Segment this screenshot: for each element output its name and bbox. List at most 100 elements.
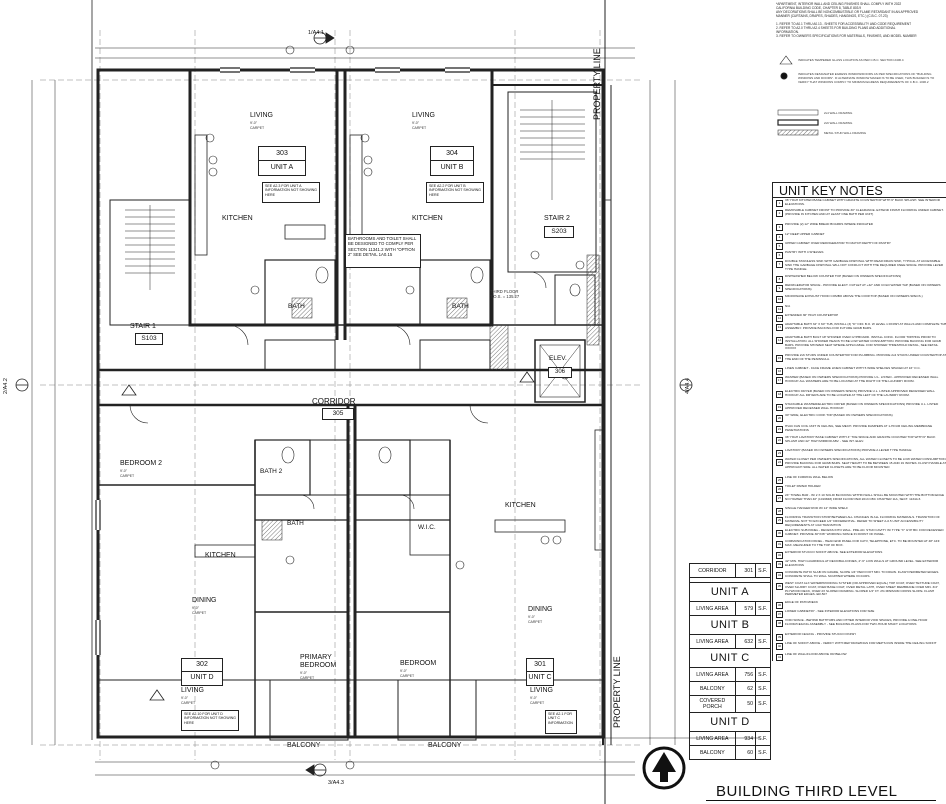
unit-name: UNIT D <box>190 674 214 681</box>
room-ceiling: 9'-0" <box>250 121 257 125</box>
note-unit-c-ref: SEE A2.1 FOR UNIT C INFORMATION <box>545 710 577 734</box>
unit-number: 303 <box>259 147 305 161</box>
general-note: CALIFORNIA BUILDING CODE, CHAPTER 8, TAB… <box>776 6 862 10</box>
section-mark-left: 2/A4.2 <box>2 378 9 394</box>
key-note-text: UPPER CABINET OVER REFRIGERATOR TO MATCH… <box>785 242 891 245</box>
note-unit-d-ref: SEE A2.10 FOR UNIT D INFORMATION NOT SHO… <box>181 710 239 731</box>
key-note-text: STACKABLE WASHER/ELECTRIC DRYER (BASED O… <box>785 403 939 410</box>
area-label: LIVING AREA <box>689 731 736 746</box>
note-bath-code: BATHROOMS AND TOILET SHALL BE DESIGNED T… <box>345 234 421 268</box>
key-note-number: 17 <box>776 377 783 384</box>
key-note-text: 36" HIGH KITCHEN BASE CABINET WITH GRANI… <box>785 199 940 206</box>
title-underline <box>706 800 936 801</box>
key-note-text: 36" HIGH LAVATORY BASE CABINET WITH 4" T… <box>785 436 936 443</box>
unit-name: UNIT A <box>270 164 294 171</box>
area-unit: S.F. <box>755 731 771 746</box>
area-unit: S.F. <box>755 634 771 649</box>
key-note-text: ELECTRIC DRYER (BASED ON OWNERS SPECS) P… <box>785 390 935 397</box>
room-label-corridor: CORRIDOR <box>312 397 356 406</box>
unit-heading: UNIT A <box>689 582 771 602</box>
room-label-primary-bedroom: PRIMARY BEDROOM <box>300 654 337 669</box>
key-note-text: LINEN CABINET - FACE FRAME LINEN CABINET… <box>785 367 921 370</box>
area-label: LIVING AREA <box>689 601 736 616</box>
legend-tempered-glass: INDICATES TEMPERED GLASS LOCATION AS PER… <box>798 58 904 62</box>
room-ceiling: 9'-0" <box>192 606 199 610</box>
key-note-text: EXTENDED 36" HIGH COUNTERTOP <box>785 314 839 317</box>
stair2-number: S203 <box>544 226 574 238</box>
key-note-number: 18 <box>776 391 783 398</box>
key-note-text: PROVIDE 2x6 STUDS UNDER COUNTERTOP FOR P… <box>785 354 946 361</box>
room-ceiling: 9'-0" <box>120 469 127 473</box>
key-note-number: 16 <box>776 368 783 375</box>
section-mark-right: 4/A4.4 <box>684 378 691 394</box>
key-note-number: 34 <box>776 572 783 579</box>
room-finish: CARPET <box>400 674 415 678</box>
room-label-bedroom-c: BEDROOM <box>400 660 437 667</box>
general-note: 1. REFER TO A0.1 THRU A0.13 - SHEETS FOR… <box>776 22 912 26</box>
key-note-number: 35 <box>776 583 783 590</box>
room-label-elevator: ELEV. <box>549 355 567 362</box>
room-label-living-b: LIVING <box>412 112 435 119</box>
room-label-balcony-c: BALCONY <box>428 742 462 749</box>
area-unit: S.F. <box>755 745 771 760</box>
key-note-text: HVAC FAN COIL UNIT IN CEILING, SEE MECH.… <box>785 425 933 432</box>
room-finish: CARPET <box>120 474 135 478</box>
key-note-text: WATER CLOSET PER OWNER'S SPECIFICATIONS,… <box>785 458 946 469</box>
key-note-text: 12" DEEP UPPER CABINET <box>785 233 825 236</box>
key-note-number: 5 <box>776 243 783 250</box>
room-finish: CARPET <box>300 676 315 680</box>
area-label: LIVING AREA <box>689 634 736 649</box>
general-note: MANNER (CURTAINS, DRAPES, SHADES, HANGIN… <box>776 14 888 18</box>
general-note: 3. REFER TO OWNER'S SPECIFICATIONS FOR M… <box>776 34 917 38</box>
key-note-number: 9 <box>776 285 783 292</box>
room-label-bath2: BATH 2 <box>260 468 283 475</box>
key-note-text: 30" WIDE, ELECTRIC COOK TOP (BASED ON OW… <box>785 414 893 417</box>
key-note-text: MICROWAVE EXHAUST HOOD COMBO ABOVE THE C… <box>785 295 923 298</box>
floor-level-label: THIRD FLOOR <box>490 289 519 294</box>
key-note-number: 27 <box>776 495 783 502</box>
room-finish: CARPET <box>181 701 196 705</box>
key-note-text: FLOORING TRANSITION STRIP BETWEEN ALL CH… <box>785 516 940 527</box>
key-note-number: 7 <box>776 261 783 268</box>
key-note-text: LINE OF SOFFIT ABOVE - VERIFY WITH MEP D… <box>785 642 937 645</box>
key-note-number: 22 <box>776 437 783 444</box>
room-label-living-c: LIVING <box>530 687 553 694</box>
key-note-text: ADAPTABLE BATH 32" X 60" TUB, INSTALL (3… <box>785 323 946 330</box>
area-value: 756 <box>734 667 757 682</box>
key-note-text: REFRIGERATOR SPACE - PROVIDE ELECT. OUTL… <box>785 284 941 291</box>
key-note-number: 21 <box>776 426 783 433</box>
key-note-number: 20 <box>776 415 783 422</box>
property-line-label-bottom: PROPERTY LINE <box>612 656 622 728</box>
area-label: LIVING AREA <box>689 667 736 682</box>
key-note-text: TOILET PAPER HOLDER <box>785 485 821 488</box>
key-note-number: 30 <box>776 530 783 537</box>
unit-number: 304 <box>431 147 473 161</box>
unit-tag-303: 303 UNIT A <box>258 146 306 176</box>
area-label: BALCONY <box>689 681 736 696</box>
area-value: 60 <box>734 745 757 760</box>
legend-2x4: 2x4 WALL FRAMING <box>824 111 853 115</box>
room-label-kitchen-d: KITCHEN <box>205 552 236 559</box>
corridor-number: 305 <box>322 408 354 420</box>
general-note: *APARTMENT, INTERIOR WALL AND CEILING FI… <box>776 2 902 6</box>
area-label: COVERED PORCH <box>689 695 736 713</box>
key-note-text: N/A <box>785 305 791 308</box>
room-ceiling: 9'-0" <box>181 696 188 700</box>
key-note-number: 29 <box>776 517 783 524</box>
